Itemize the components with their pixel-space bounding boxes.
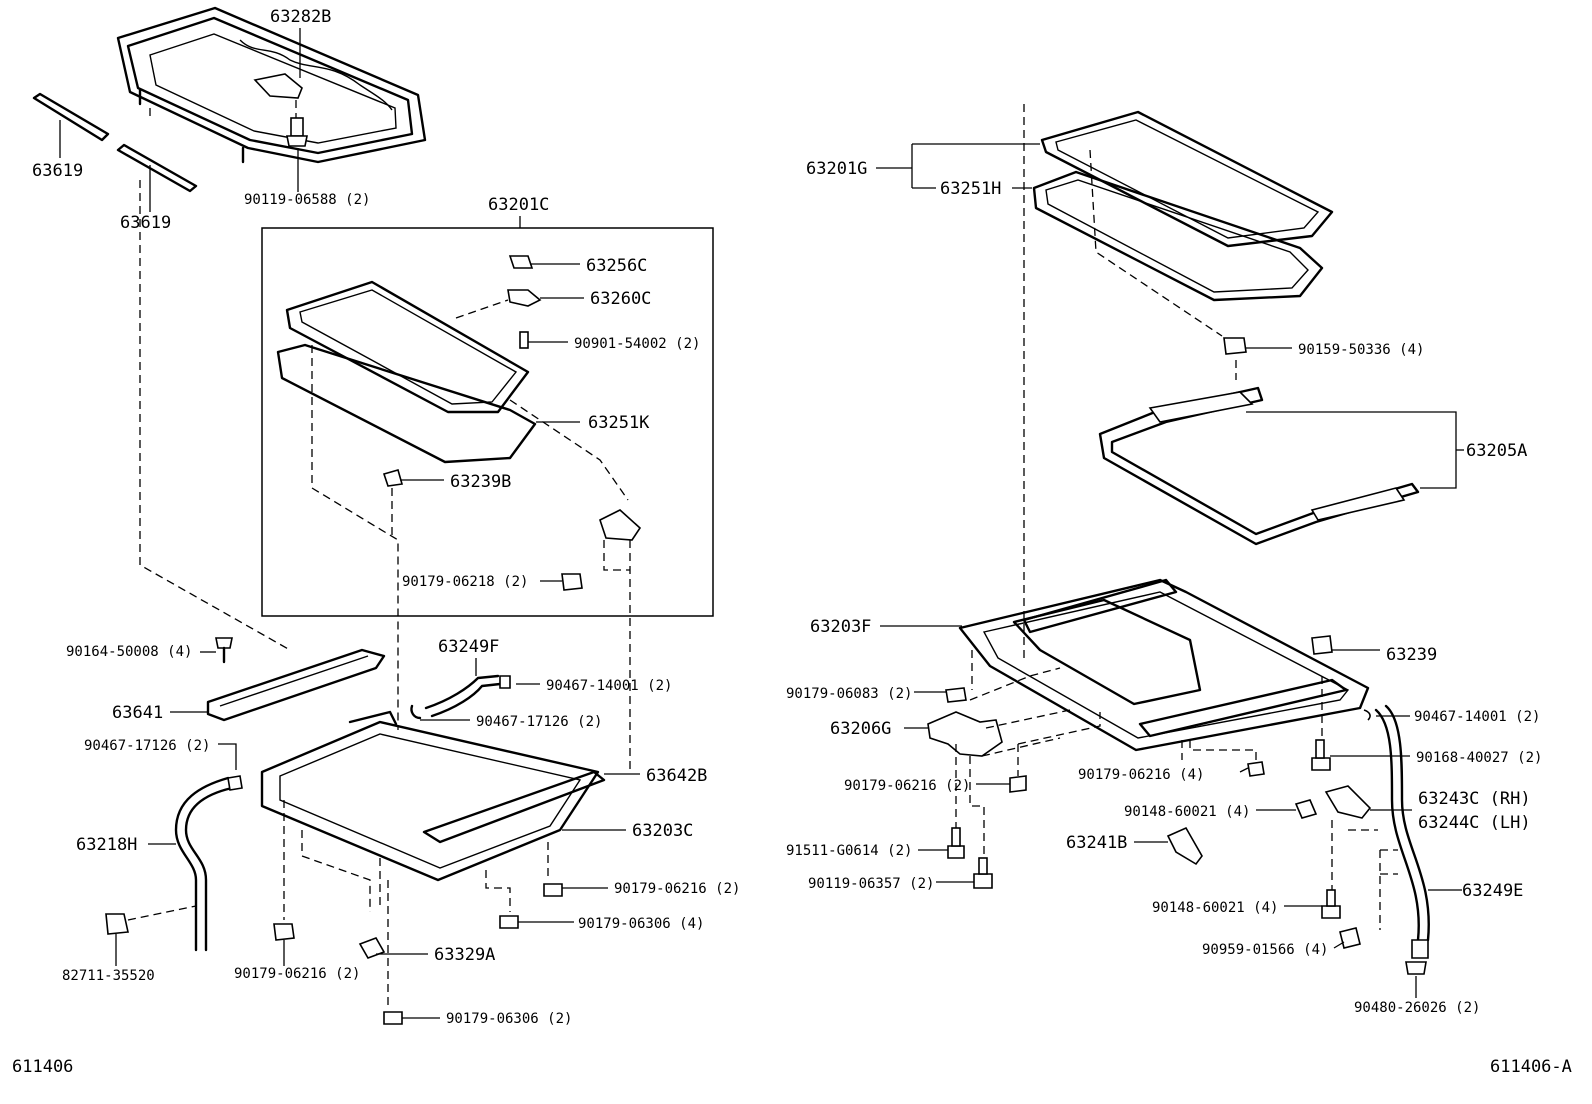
label-90179-06216-right-4: 90179-06216 (4) bbox=[1078, 767, 1204, 783]
label-90148-60021-a: 90148-60021 (4) bbox=[1124, 804, 1250, 820]
label-90159-50336: 90159-50336 (4) bbox=[1298, 342, 1424, 358]
label-63256C: 63256C bbox=[586, 256, 647, 276]
label-90179-06216-left-a: 90179-06216 (2) bbox=[614, 881, 740, 897]
bolt-90119-06588 bbox=[286, 117, 308, 147]
label-90179-06083: 90179-06083 (2) bbox=[786, 686, 912, 702]
motor-63206G bbox=[927, 711, 1003, 757]
rail-set-63205A bbox=[1098, 386, 1420, 546]
label-63206G: 63206G bbox=[830, 719, 891, 739]
diagram-id-right: 611406-A bbox=[1490, 1057, 1572, 1077]
label-63619-b: 63619 bbox=[120, 213, 171, 233]
label-63619-a: 63619 bbox=[32, 161, 83, 181]
weatherstrip-63619-b bbox=[116, 143, 198, 193]
assembly-box-63201C bbox=[261, 227, 714, 617]
bracket-63243C bbox=[1324, 785, 1372, 819]
alignment-lines-right bbox=[955, 104, 1398, 930]
glass-panel-63201G bbox=[1040, 110, 1334, 248]
screw-90901-54002 bbox=[519, 331, 529, 349]
bracket-63260C bbox=[507, 289, 542, 307]
label-90179-06216-right: 90179-06216 (2) bbox=[844, 778, 970, 794]
fasteners-right bbox=[945, 687, 1371, 949]
clip-63239B bbox=[382, 469, 404, 487]
clamp-90467-17126-b bbox=[410, 704, 422, 720]
frame-63203F bbox=[958, 578, 1370, 752]
part-labels: 63282B 63619 63619 90119-06588 (2) 63201… bbox=[12, 7, 1572, 1077]
bolt-90159-50336 bbox=[1223, 337, 1247, 355]
label-91511-G0614: 91511-G0614 (2) bbox=[786, 843, 912, 859]
label-63241B: 63241B bbox=[1066, 833, 1127, 853]
label-63239: 63239 bbox=[1386, 645, 1437, 665]
label-90168-40027: 90168-40027 (2) bbox=[1416, 750, 1542, 766]
nuts-left-bottom bbox=[273, 883, 563, 1025]
label-90179-06306-a: 90179-06306 (4) bbox=[578, 916, 704, 932]
alignment-lines-left bbox=[127, 100, 631, 1010]
label-90179-06218: 90179-06218 (2) bbox=[402, 574, 528, 590]
glass-panel-63251K bbox=[276, 280, 537, 464]
label-63329A: 63329A bbox=[434, 945, 495, 965]
clip-82711-35520 bbox=[105, 913, 129, 935]
label-90959-01566: 90959-01566 (4) bbox=[1202, 942, 1328, 958]
label-63239B: 63239B bbox=[450, 472, 511, 492]
diagram-id-left: 611406 bbox=[12, 1057, 73, 1077]
clip-63239 bbox=[1311, 635, 1333, 655]
label-90119-06357: 90119-06357 (2) bbox=[808, 876, 934, 892]
label-90480-26026: 90480-26026 (2) bbox=[1354, 1000, 1480, 1016]
label-63251H: 63251H bbox=[940, 179, 1001, 199]
label-63282B: 63282B bbox=[270, 7, 331, 27]
label-63244C: 63244C (LH) bbox=[1418, 813, 1531, 833]
label-90467-17126-a: 90467-17126 (2) bbox=[84, 738, 210, 754]
bracket-63241B bbox=[1166, 826, 1203, 866]
hinge-90179-06218 bbox=[561, 509, 642, 591]
label-90179-06306-b: 90179-06306 (2) bbox=[446, 1011, 572, 1027]
label-63203C: 63203C bbox=[632, 821, 693, 841]
drain-hose-63218H bbox=[174, 775, 243, 952]
label-90467-14001-left: 90467-14001 (2) bbox=[546, 678, 672, 694]
frame-63203C bbox=[260, 710, 606, 882]
roof-housing-frame bbox=[116, 6, 427, 164]
label-63641: 63641 bbox=[112, 703, 163, 723]
leader-lines-right bbox=[876, 143, 1464, 998]
label-63260C: 63260C bbox=[590, 289, 651, 309]
weatherstrip-63619-a bbox=[32, 92, 110, 142]
label-63251K: 63251K bbox=[588, 413, 650, 433]
drain-hose-63249E bbox=[1374, 704, 1430, 975]
label-82711-35520: 82711-35520 bbox=[62, 968, 155, 984]
seal-63251H bbox=[1032, 170, 1324, 302]
label-90164-50008: 90164-50008 (4) bbox=[66, 644, 192, 660]
label-63201C: 63201C bbox=[488, 195, 549, 215]
label-90119-06588: 90119-06588 (2) bbox=[244, 192, 370, 208]
label-63249F: 63249F bbox=[438, 637, 499, 657]
label-90179-06216-left-b: 90179-06216 (2) bbox=[234, 966, 360, 982]
label-63642B: 63642B bbox=[646, 766, 707, 786]
label-63243C: 63243C (RH) bbox=[1418, 789, 1531, 809]
label-90467-17126-b: 90467-17126 (2) bbox=[476, 714, 602, 730]
leader-lines-left bbox=[59, 28, 640, 1019]
rail-63641 bbox=[206, 648, 386, 722]
label-90901-54002: 90901-54002 (2) bbox=[574, 336, 700, 352]
label-63203F: 63203F bbox=[810, 617, 871, 637]
screw-90164-50008 bbox=[215, 637, 233, 664]
label-90467-14001-right: 90467-14001 (2) bbox=[1414, 709, 1540, 725]
label-63249E: 63249E bbox=[1462, 881, 1523, 901]
label-63205A: 63205A bbox=[1466, 441, 1527, 461]
label-63218H: 63218H bbox=[76, 835, 137, 855]
label-63201G: 63201G bbox=[806, 159, 867, 179]
clip-63256C bbox=[508, 255, 534, 269]
label-90148-60021-b: 90148-60021 (4) bbox=[1152, 900, 1278, 916]
drain-hose-63249F bbox=[424, 674, 511, 718]
